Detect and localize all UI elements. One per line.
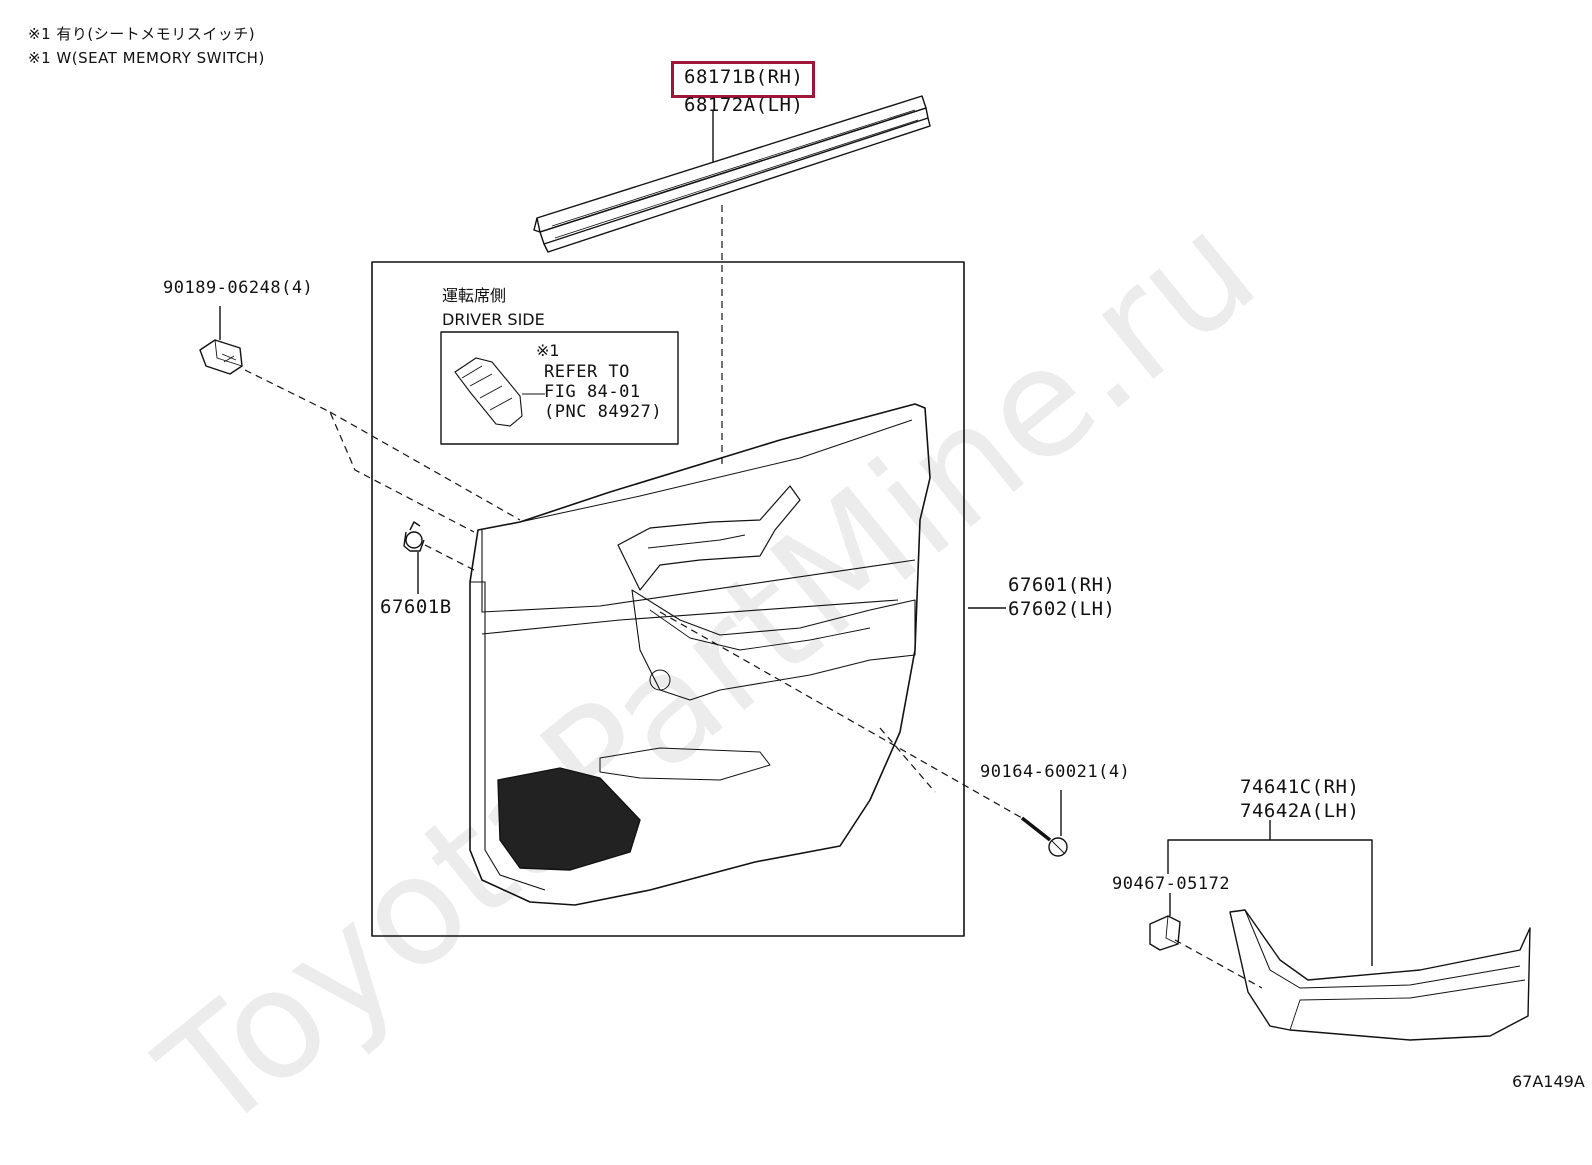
callout-mark: ※1 bbox=[536, 341, 560, 360]
switch-sketch bbox=[454, 357, 545, 427]
part-number-armrest-lh[interactable]: 74642A(LH) bbox=[1240, 800, 1360, 822]
dashed-line-clip-left bbox=[424, 544, 475, 571]
note-line-en: ※1 W(SEAT MEMORY SWITCH) bbox=[28, 49, 265, 67]
callout-box bbox=[440, 331, 679, 445]
part-number-screw[interactable]: 90164-60021(4) bbox=[980, 762, 1131, 782]
highlight-box bbox=[671, 61, 815, 98]
armrest-clip-part bbox=[1149, 915, 1181, 951]
part-number-weatherstrip-lh[interactable]: 68172A(LH) bbox=[684, 94, 804, 116]
part-number-panel-rh[interactable]: 67601(RH) bbox=[1008, 574, 1116, 596]
exploded-diagram bbox=[199, 95, 1531, 1041]
speaker-grille bbox=[497, 767, 641, 871]
armrest-trim-part bbox=[1229, 909, 1531, 1041]
figure-id: 67A149A bbox=[1512, 1072, 1585, 1091]
dashed-line-screw-2 bbox=[879, 727, 936, 793]
callout-line-1: REFER TO bbox=[544, 362, 630, 382]
bracket-armrest bbox=[1167, 839, 1373, 966]
part-number-clip-left[interactable]: 67601B bbox=[380, 596, 452, 618]
clip-part-left bbox=[403, 521, 425, 552]
dashed-line-armrest-clip bbox=[1174, 939, 1263, 989]
part-number-armrest-rh[interactable]: 74641C(RH) bbox=[1240, 776, 1360, 798]
callout-line-2[interactable]: FIG 84-01 bbox=[544, 382, 641, 402]
part-number-clip-top[interactable]: 90189-06248(4) bbox=[163, 278, 314, 298]
screw-part bbox=[1020, 816, 1068, 857]
dashed-line-clip-top-2 bbox=[329, 411, 521, 521]
note-line-jp: ※1 有り(シートメモリスイッチ) bbox=[28, 25, 256, 43]
door-panel-part bbox=[469, 403, 931, 906]
part-number-armrest-clip[interactable]: 90467-05172 bbox=[1112, 874, 1231, 894]
part-number-weatherstrip-rh[interactable]: 68171B(RH) bbox=[684, 66, 804, 88]
part-number-panel-lh[interactable]: 67602(LH) bbox=[1008, 598, 1116, 620]
assembly-frame bbox=[371, 261, 965, 937]
weatherstrip-part bbox=[533, 95, 931, 253]
callout-title-en: DRIVER SIDE bbox=[442, 310, 545, 329]
dashed-line-screw bbox=[659, 611, 1023, 819]
clip-part-top bbox=[199, 339, 243, 375]
callout-line-3[interactable]: (PNC 84927) bbox=[544, 402, 663, 422]
dashed-line-clip-top bbox=[244, 369, 475, 533]
callout-title-jp: 運転席側 bbox=[442, 286, 507, 305]
